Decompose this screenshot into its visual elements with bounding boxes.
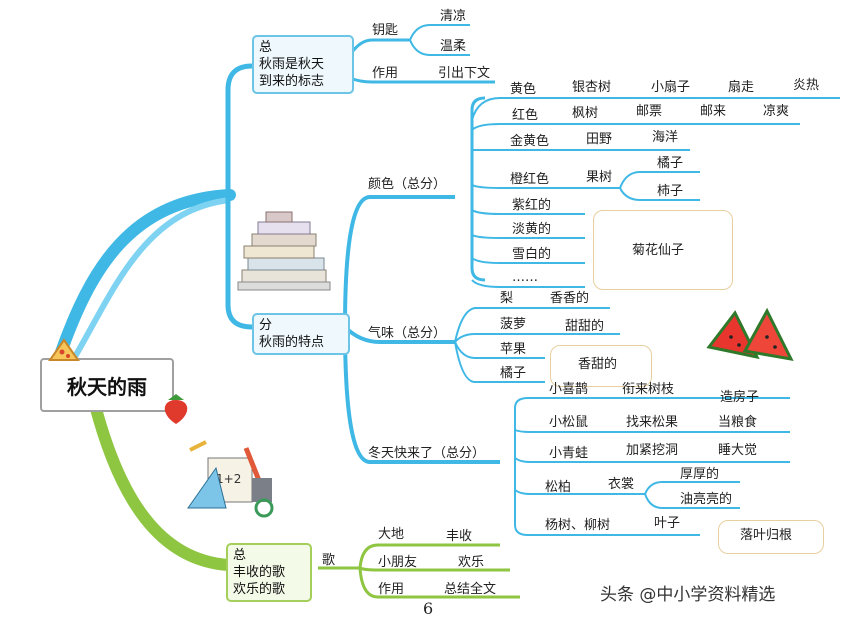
color-fan bbox=[470, 96, 486, 282]
pine-3: 油亮亮的 bbox=[680, 492, 733, 507]
yellow-4: 炎热 bbox=[793, 78, 820, 93]
stationery-illustration: 1+2 bbox=[187, 440, 274, 518]
song-rows bbox=[318, 543, 520, 599]
orange-0: 橙红色 bbox=[510, 172, 550, 187]
pine-1: 衣裳 bbox=[608, 477, 635, 492]
winter-label: 冬天快来了（总分） bbox=[368, 446, 486, 461]
books-illustration bbox=[237, 211, 331, 291]
frog-2: 睡大觉 bbox=[718, 443, 758, 458]
pizza-icon bbox=[48, 338, 80, 361]
yellow-0: 黄色 bbox=[510, 82, 537, 97]
apple: 苹果 bbox=[500, 342, 527, 357]
trunk-green bbox=[89, 399, 234, 571]
kids-0: 小朋友 bbox=[378, 555, 418, 570]
winter-rows bbox=[514, 397, 790, 536]
branch-to-parts bbox=[225, 195, 253, 330]
orange-1: 果树 bbox=[586, 170, 613, 185]
red-1: 枫树 bbox=[572, 106, 599, 121]
song-box: 总 丰收的歌 欢乐的歌 bbox=[226, 543, 312, 602]
earth-0: 大地 bbox=[378, 527, 405, 542]
frog-0: 小青蛙 bbox=[549, 446, 589, 461]
key-label: 钥匙 bbox=[372, 23, 399, 38]
red-3: 邮来 bbox=[700, 104, 727, 119]
pine-2: 厚厚的 bbox=[680, 467, 720, 482]
poplar-1: 叶子 bbox=[654, 516, 681, 531]
trunk-blue-upper-2 bbox=[67, 197, 231, 367]
watermark: 头条 @中小学资料精选 bbox=[600, 585, 776, 605]
key-item-2: 温柔 bbox=[440, 39, 467, 54]
svg-text:1+2: 1+2 bbox=[216, 472, 241, 486]
song-box-line2: 丰收的歌 bbox=[233, 565, 286, 580]
line-key bbox=[348, 38, 410, 56]
poplar-2: 落叶归根 bbox=[740, 528, 793, 543]
chrysanthemum-brace bbox=[593, 210, 733, 290]
total-box-line3: 到来的标志 bbox=[259, 74, 325, 89]
earth-1: 丰收 bbox=[446, 529, 473, 544]
role-0: 作用 bbox=[378, 582, 405, 597]
pear-0: 梨 bbox=[500, 291, 514, 306]
role1-label: 作用 bbox=[372, 66, 399, 81]
squirrel-1: 找来松果 bbox=[626, 415, 679, 430]
magpie-0: 小喜鹊 bbox=[549, 382, 589, 397]
chrysanthemum: 菊花仙子 bbox=[632, 243, 685, 258]
poplar-brace bbox=[718, 520, 824, 554]
page-number: 6 bbox=[423, 599, 434, 618]
watermelon-icon bbox=[706, 307, 794, 361]
gold-2: 海洋 bbox=[652, 130, 679, 145]
kids-1: 欢乐 bbox=[458, 555, 485, 570]
frog-1: 加紧挖洞 bbox=[626, 443, 679, 458]
poplar-0: 杨树、柳树 bbox=[545, 518, 611, 533]
total-box: 总 秋雨是秋天 到来的标志 bbox=[252, 35, 354, 94]
orange-2: 橘子 bbox=[657, 156, 684, 171]
root-node: 秋天的雨 bbox=[40, 358, 174, 412]
key-item-1: 清凉 bbox=[440, 9, 467, 24]
squirrel-2: 当粮食 bbox=[718, 415, 758, 430]
sweet-fragrant: 香甜的 bbox=[578, 357, 618, 372]
pineapple-1: 甜甜的 bbox=[565, 319, 605, 334]
parts-box-line1: 分 bbox=[259, 318, 273, 333]
line-to-winter bbox=[343, 326, 500, 464]
pine-0: 松柏 bbox=[545, 480, 572, 495]
yellow-3: 扇走 bbox=[728, 80, 755, 95]
role1-value: 引出下文 bbox=[438, 66, 491, 81]
trunk-blue-upper bbox=[54, 189, 236, 361]
ellipsis: …… bbox=[512, 270, 538, 285]
magpie-2: 造房子 bbox=[720, 390, 760, 405]
line-key-1 bbox=[409, 24, 470, 41]
red-2: 邮票 bbox=[636, 104, 663, 119]
strawberry-icon bbox=[164, 394, 188, 424]
role-1: 总结全文 bbox=[444, 582, 497, 597]
yellow-2: 小扇子 bbox=[651, 80, 691, 95]
smell-rows bbox=[454, 307, 620, 383]
total-box-line2: 秋雨是秋天 bbox=[259, 57, 325, 72]
yellow-1: 银杏树 bbox=[572, 80, 612, 95]
color-label: 颜色（总分） bbox=[368, 177, 447, 192]
red-4: 凉爽 bbox=[763, 104, 790, 119]
total-box-line1: 总 bbox=[259, 40, 273, 55]
song-box-line3: 欢乐的歌 bbox=[233, 582, 286, 597]
pear-1: 香香的 bbox=[550, 291, 590, 306]
line-to-color bbox=[343, 195, 455, 328]
sweet-brace bbox=[550, 345, 652, 387]
song-box-line1: 总 bbox=[233, 548, 247, 563]
magpie-1: 衔来树枝 bbox=[622, 382, 675, 397]
line-key-2 bbox=[409, 39, 470, 56]
smell-label: 气味（总分） bbox=[368, 326, 447, 341]
branch-to-total bbox=[225, 63, 253, 195]
parts-box: 分 秋雨的特点 bbox=[252, 313, 350, 355]
squirrel-0: 小松鼠 bbox=[549, 415, 589, 430]
gold-0: 金黄色 bbox=[510, 134, 550, 149]
orange-3: 柿子 bbox=[657, 184, 684, 199]
tangerine: 橘子 bbox=[500, 366, 527, 381]
snow-white: 雪白的 bbox=[512, 247, 552, 262]
purple: 紫红的 bbox=[512, 198, 552, 213]
gold-1: 田野 bbox=[586, 132, 613, 147]
parts-box-line2: 秋雨的特点 bbox=[259, 335, 325, 350]
red-0: 红色 bbox=[512, 108, 539, 123]
pineapple-0: 菠萝 bbox=[500, 317, 527, 332]
color-rows bbox=[471, 97, 840, 288]
song-label: 歌 bbox=[322, 553, 336, 568]
light-yellow: 淡黄的 bbox=[512, 222, 552, 237]
